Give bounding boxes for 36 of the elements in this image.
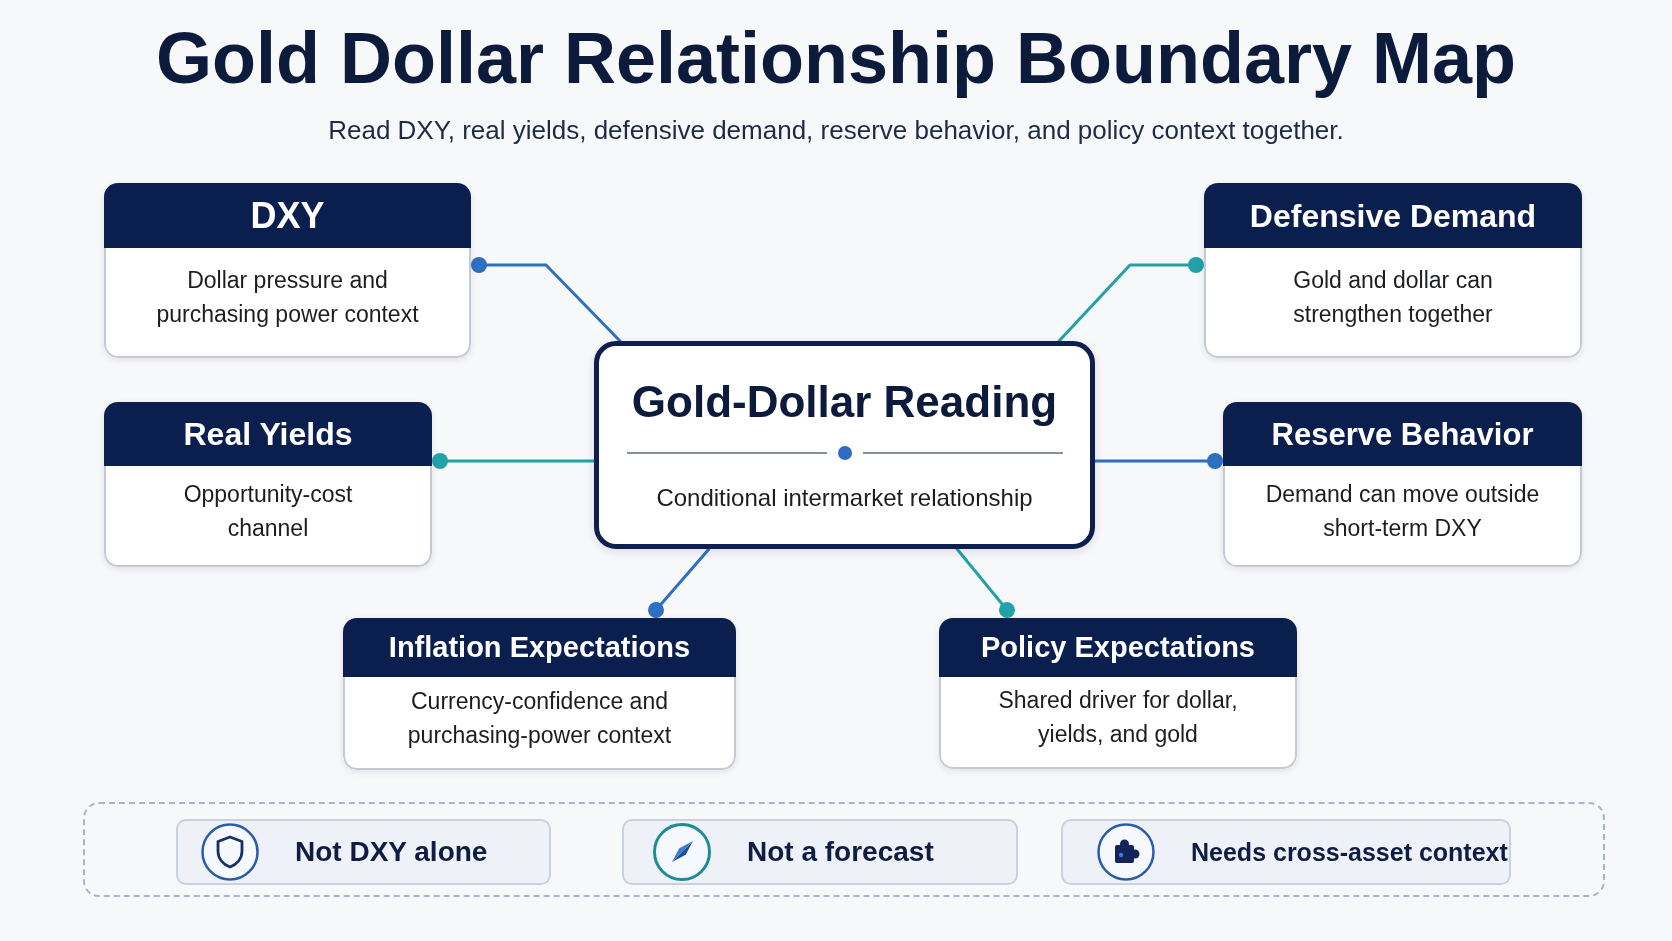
central-subtitle: Conditional intermarket relationship — [656, 483, 1033, 513]
dashed-panel — [83, 802, 1605, 897]
card-description: Currency-confidence and purchasing-power context — [406, 686, 673, 750]
connector-line — [1057, 257, 1204, 343]
central-title: Gold-Dollar Reading — [631, 377, 1058, 427]
pill-label: Needs cross-asset context — [1191, 839, 1508, 865]
pill-label: Not DXY alone — [295, 838, 488, 866]
note-pill — [622, 819, 1018, 885]
card-description: Opportunity-cost channel — [182, 479, 354, 543]
card-title: Reserve Behavior — [1271, 418, 1534, 450]
connector-line — [955, 547, 1015, 618]
connector-line — [1093, 453, 1223, 469]
connector-line — [432, 453, 596, 469]
card-description: Gold and dollar can strengthen together — [1292, 266, 1494, 329]
pill-label: Not a forecast — [747, 838, 934, 866]
card-description: Dollar pressure and purchasing power context — [155, 266, 420, 329]
card-description: Shared driver for dollar, yields, and gold — [997, 686, 1239, 749]
title: Gold Dollar Relationship Boundary Map — [155, 17, 1517, 100]
connector-line — [648, 547, 711, 618]
card — [104, 183, 471, 358]
card — [343, 618, 736, 770]
central-box — [594, 341, 1095, 549]
subtitle: Read DXY, real yields, defensive demand, reserve behavior, and policy context together. — [328, 114, 1344, 147]
card-title: Inflation Expectations — [388, 633, 691, 662]
card — [104, 402, 432, 567]
note-pill — [176, 819, 551, 885]
card-title: DXY — [250, 197, 325, 234]
card — [939, 618, 1297, 769]
card-title: Real Yields — [183, 418, 353, 450]
card — [1223, 402, 1582, 567]
card-title: Policy Expectations — [981, 633, 1255, 662]
card-title: Defensive Demand — [1249, 199, 1537, 232]
card — [1204, 183, 1582, 358]
note-pill — [1061, 819, 1511, 885]
connector-line — [471, 257, 622, 343]
card-description: Demand can move outside short-term DXY — [1264, 479, 1541, 543]
